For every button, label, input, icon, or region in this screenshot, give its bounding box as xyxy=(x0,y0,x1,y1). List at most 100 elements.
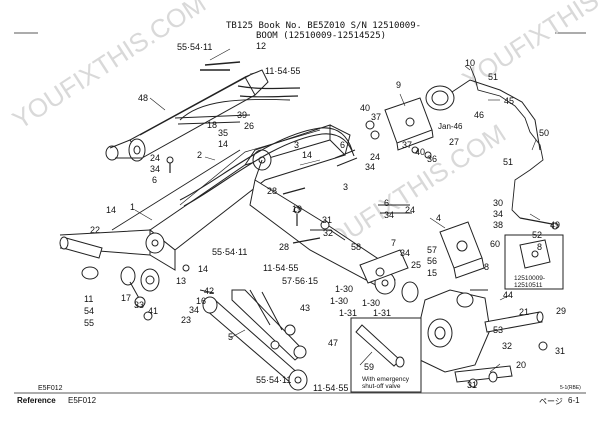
header-book-line: TB125 Book No. BE5Z010 S/N 12510009- xyxy=(226,21,422,31)
callout: 33 xyxy=(134,300,144,310)
callout: 16 xyxy=(196,296,206,306)
pivot-pin-assembly xyxy=(59,236,160,308)
callout: 49 xyxy=(550,220,560,230)
callout: 24 xyxy=(405,205,415,215)
pin-20 xyxy=(454,365,513,383)
callout: 34 xyxy=(150,164,160,174)
callout: 51 xyxy=(488,72,498,82)
callout: 11·54·55 xyxy=(313,383,348,393)
small-hardware xyxy=(143,120,432,321)
callout: 34 xyxy=(365,162,375,172)
callout: 27 xyxy=(449,137,459,147)
callout: 18 xyxy=(207,120,217,130)
callout: 11·54·55 xyxy=(263,263,298,273)
callout: 25 xyxy=(411,260,421,270)
callout: 10 xyxy=(465,58,475,68)
callout: 1-31 xyxy=(339,308,357,318)
callout: 4 xyxy=(436,213,441,223)
callout: 1-30 xyxy=(330,296,348,306)
callout: 20 xyxy=(516,360,526,370)
callout: 30 xyxy=(493,198,503,208)
callout: 7 xyxy=(391,238,396,248)
callout: 58 xyxy=(351,242,361,252)
callout: 34 xyxy=(493,209,503,219)
callout: 24 xyxy=(370,152,380,162)
callout: 39 xyxy=(237,110,247,120)
callout: 40 xyxy=(360,103,370,113)
callout: 55·54·11 xyxy=(177,42,212,52)
serial-box-line1: 12510009- xyxy=(514,275,545,282)
callout: 3 xyxy=(294,140,299,150)
callout: 36 xyxy=(427,154,437,164)
callout: 24 xyxy=(150,153,160,163)
callout: 55·54·11 xyxy=(212,247,247,257)
callout: 21 xyxy=(519,307,529,317)
callout: 56 xyxy=(427,256,437,266)
callout: 13 xyxy=(176,276,186,286)
callout: 31 xyxy=(467,380,477,390)
callout: 26 xyxy=(244,121,254,131)
callout-labels: 55·54·11 12 11·54·55 48 39 18 26 35 14 2… xyxy=(84,41,566,393)
callout: 43 xyxy=(300,303,310,313)
diagram-linework xyxy=(59,48,564,393)
boom-cylinder xyxy=(105,61,269,162)
rod-end-assembly xyxy=(359,249,419,303)
callout: 51 xyxy=(503,157,513,167)
callout: 54 xyxy=(84,306,94,316)
callout: 14 xyxy=(198,264,208,274)
callout: 28 xyxy=(279,242,289,252)
callout: 41 xyxy=(148,306,158,316)
callout: 11 xyxy=(84,294,93,304)
callout: 15 xyxy=(427,268,437,278)
callout: 6 xyxy=(340,140,345,150)
boom-pipe-2 xyxy=(183,133,355,207)
callout: 34 xyxy=(189,305,199,315)
callout: 28 xyxy=(267,186,277,196)
boom-body xyxy=(59,124,351,271)
callout: 11·54·55 xyxy=(265,66,300,76)
arm-cylinder xyxy=(202,289,308,391)
callout: 2 xyxy=(197,150,202,160)
callout: 48 xyxy=(138,93,148,103)
callout: 32 xyxy=(502,341,512,351)
callout: 31 xyxy=(555,346,565,356)
pin-21 xyxy=(484,311,543,333)
callout: 34 xyxy=(384,210,394,220)
callout: 12 xyxy=(256,41,266,51)
callout: 38 xyxy=(493,220,503,230)
callout: 57 xyxy=(427,245,437,255)
callout: 34 xyxy=(400,248,410,258)
callout: 52 xyxy=(532,230,542,240)
arm-section xyxy=(249,159,396,295)
footer-page-label: ページ xyxy=(539,397,563,406)
footer-reference-code: E5F012 xyxy=(68,396,97,405)
callout: 29 xyxy=(556,306,566,316)
swing-bracket xyxy=(417,289,491,373)
callout: 17 xyxy=(121,293,131,303)
header-section-title: BOOM (12510009-12514525) xyxy=(256,31,387,41)
callout: 57·56·15 xyxy=(282,276,318,286)
callout: 22 xyxy=(90,225,100,235)
wire-harness xyxy=(469,65,544,219)
callout: 1-31 xyxy=(373,308,391,318)
callout: 37 xyxy=(402,140,412,150)
callout: 14 xyxy=(106,205,116,215)
callout: 5 xyxy=(228,332,233,342)
jan-label: Jan-46 xyxy=(438,122,463,131)
control-valve-block xyxy=(384,79,541,151)
callout: 6 xyxy=(152,175,157,185)
callout: 19 xyxy=(292,204,302,214)
footer-reference-label: Reference xyxy=(17,396,56,405)
emergency-note-line2: shut-off valve xyxy=(362,383,401,390)
callout: 47 xyxy=(328,338,338,348)
leader-lines xyxy=(134,48,541,373)
callout: 14 xyxy=(218,139,228,149)
hose-lines-top xyxy=(237,85,301,98)
callout: 31 xyxy=(322,215,332,225)
callout: 1-30 xyxy=(362,298,380,308)
callout: 44 xyxy=(503,290,513,300)
callout: 8 xyxy=(537,242,542,252)
callout: 59 xyxy=(364,362,374,372)
